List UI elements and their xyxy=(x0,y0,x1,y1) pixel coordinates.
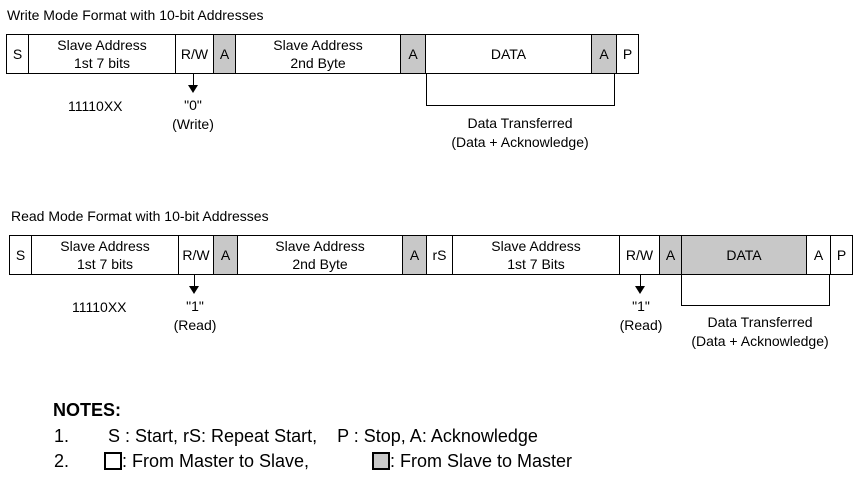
read-rw1-arrow-head xyxy=(189,286,199,294)
write-field-rw: R/W xyxy=(176,35,214,73)
write-data-note: Data Transferred (Data + Acknowledge) xyxy=(420,114,620,152)
write-rw-note: "0" (Write) xyxy=(160,96,226,134)
read-field-start: S xyxy=(10,236,32,274)
write-data-note-line2: (Data + Acknowledge) xyxy=(451,134,589,150)
read-rw2-label: (Read) xyxy=(619,317,663,333)
write-rw-value: "0" xyxy=(184,97,202,113)
read-field-ack-4: A xyxy=(807,236,831,274)
write-mode-title: Write Mode Format with 10-bit Addresses xyxy=(7,7,264,23)
notes-item-2-text-a: : From Master to Slave, xyxy=(122,451,310,471)
write-address-bits: 11110XX xyxy=(68,98,123,114)
white-swatch-icon xyxy=(104,452,122,470)
read-data-note-line1: Data Transferred xyxy=(707,314,813,330)
notes-item-2-text-b: : From Slave to Master xyxy=(390,451,573,471)
notes-item-2b: : From Slave to Master xyxy=(372,449,572,474)
read-field-rw-2: R/W xyxy=(620,236,660,274)
write-field-ack-1: A xyxy=(214,35,236,73)
read-mode-title: Read Mode Format with 10-bit Addresses xyxy=(11,208,269,224)
read-rw2-arrow-line xyxy=(640,275,641,287)
read-rw2-value: "1" xyxy=(632,298,650,314)
read-field-ack-1: A xyxy=(214,236,238,274)
read-field-rw-1: R/W xyxy=(179,236,214,274)
read-rw1-value: "1" xyxy=(186,298,204,314)
write-field-start: S xyxy=(7,35,29,73)
read-field-data: DATA xyxy=(682,236,807,274)
write-rw-arrow-line xyxy=(193,74,194,86)
read-field-ack-2: A xyxy=(403,236,427,274)
notes-item-2-number: 2. xyxy=(54,451,70,471)
write-data-note-line1: Data Transferred xyxy=(467,115,573,131)
notes-item-2: : From Master to Slave, xyxy=(104,449,309,474)
gray-swatch-icon xyxy=(372,452,390,470)
notes-item-1-number: 1. xyxy=(54,426,70,446)
read-field-repeat-start: rS xyxy=(427,236,453,274)
read-field-stop: P xyxy=(836,247,847,263)
read-rw1-arrow-line xyxy=(194,275,195,287)
notes-heading: NOTES: xyxy=(53,400,122,420)
read-rw2-arrow-head xyxy=(635,286,645,294)
read-rw1-note: "1" (Read) xyxy=(162,297,228,335)
read-field-ack-3: A xyxy=(660,236,682,274)
write-rw-arrow-head xyxy=(188,85,198,93)
read-data-note-line2: (Data + Acknowledge) xyxy=(691,333,829,349)
read-data-bracket xyxy=(681,275,830,306)
read-data-note: Data Transferred (Data + Acknowledge) xyxy=(670,313,850,351)
notes-item-1-text: S : Start, rS: Repeat Start, P : Stop, A… xyxy=(108,426,538,446)
write-rw-label: (Write) xyxy=(172,116,214,132)
read-rw2-note: "1" (Read) xyxy=(608,297,674,335)
write-data-bracket xyxy=(426,74,615,106)
read-address-bits: 11110XX xyxy=(72,299,127,315)
write-field-ack-3: A xyxy=(592,35,617,73)
read-rw1-label: (Read) xyxy=(173,317,217,333)
write-field-stop: P xyxy=(622,46,633,62)
write-field-ack-2: A xyxy=(401,35,426,73)
write-field-data: DATA xyxy=(426,35,592,73)
